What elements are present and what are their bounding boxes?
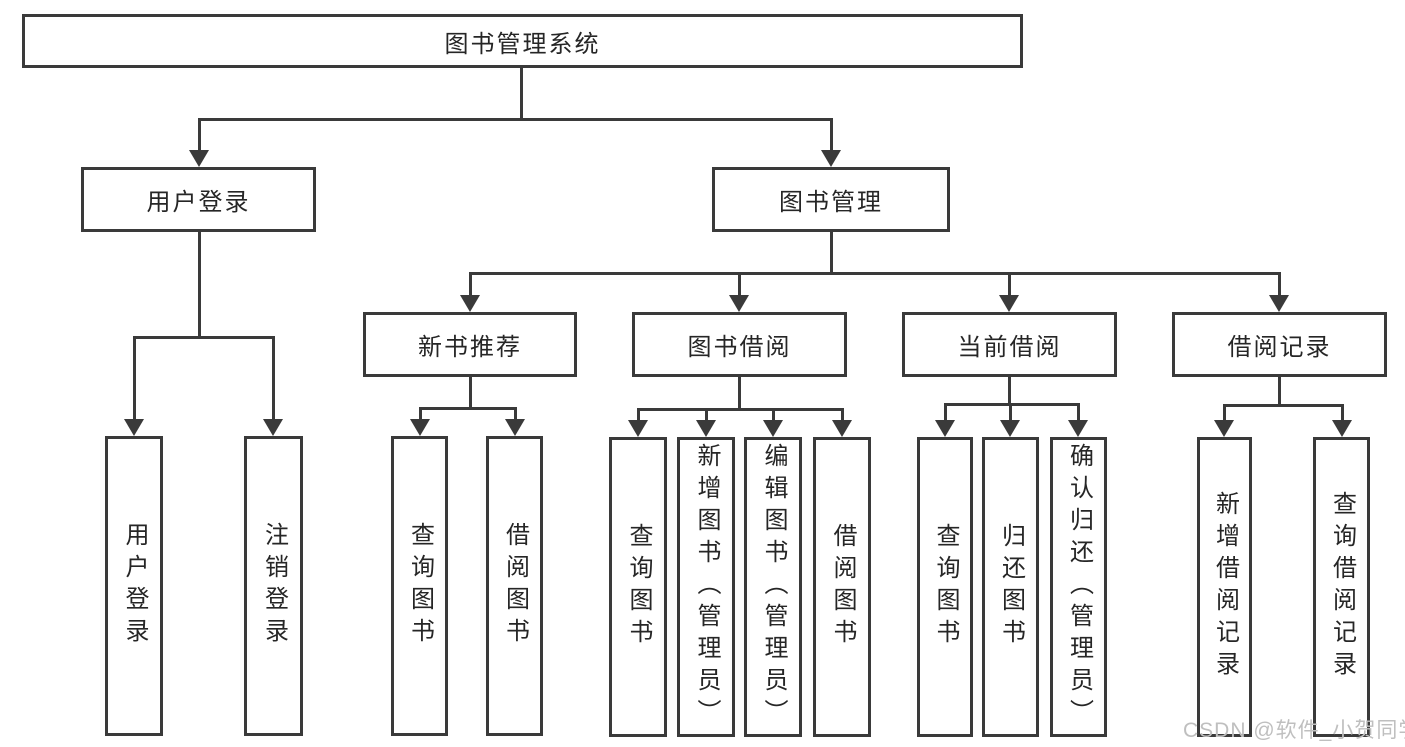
arrow-to-query-books-recommend [410, 407, 430, 436]
leaf-query-books-current: 查询图书 [917, 437, 973, 737]
leaf-logout: 注销登录 [244, 436, 303, 736]
node-new-book-recommend: 新书推荐 [363, 312, 577, 377]
arrow-to-current-borrowing [999, 272, 1019, 312]
arrow-to-confirm-return-admin [1068, 403, 1088, 437]
leaf-confirm-return-admin: 确认归还（管理员） [1050, 437, 1107, 737]
connector-current-borrowing-feed [1007, 375, 1011, 405]
node-book-management-module: 图书管理 [712, 167, 950, 232]
connector-book-management-feed [829, 230, 833, 274]
connector-new-book-recommend-split [419, 407, 517, 410]
node-root-library-management-system: 图书管理系统 [22, 14, 1023, 68]
leaf-query-borrow-record: 查询借阅记录 [1313, 437, 1370, 737]
connector-book-management-split [469, 272, 1281, 275]
arrow-to-new-book-recommend [460, 272, 480, 312]
arrow-to-add-book-admin [696, 408, 716, 437]
leaf-edit-book-admin: 编辑图书（管理员） [744, 437, 802, 737]
connector-book-borrowing-feed [737, 375, 741, 410]
leaf-user-login: 用户登录 [105, 436, 163, 736]
node-book-borrowing: 图书借阅 [632, 312, 847, 377]
leaf-query-books-recommend: 查询图书 [391, 436, 448, 736]
arrow-to-borrow-books-borrowing [832, 408, 852, 437]
connector-root-feed [520, 66, 523, 120]
leaf-add-book-admin: 新增图书（管理员） [677, 437, 735, 737]
csdn-watermark: CSDN @软件_小贺同学 [1183, 719, 1405, 742]
connector-borrowing-records-feed [1277, 375, 1281, 406]
arrow-to-book-borrowing [729, 272, 749, 312]
arrow-to-return-books [1000, 403, 1020, 437]
connector-borrowing-records-split [1223, 404, 1344, 407]
connector-new-book-recommend-feed [468, 375, 472, 409]
node-borrowing-records: 借阅记录 [1172, 312, 1387, 377]
node-user-login-module: 用户登录 [81, 167, 316, 232]
connector-root-split [198, 118, 832, 121]
arrow-to-user-login-module [189, 118, 209, 167]
leaf-add-borrow-record: 新增借阅记录 [1197, 437, 1252, 737]
leaf-return-books: 归还图书 [982, 437, 1039, 737]
leaf-query-books-borrowing: 查询图书 [609, 437, 667, 737]
arrow-to-edit-book-admin [763, 408, 783, 437]
arrow-to-book-management-module [821, 118, 841, 167]
connector-book-borrowing-split [637, 408, 844, 411]
arrow-to-query-borrow-record [1332, 404, 1352, 437]
arrow-to-user-login-leaf [124, 336, 144, 436]
connector-user-login-feed [197, 230, 201, 338]
arrow-to-borrowing-records [1269, 272, 1289, 312]
arrow-to-add-borrow-record [1214, 404, 1234, 437]
connector-current-borrowing-split [944, 403, 1080, 406]
connector-user-login-split [133, 336, 275, 339]
arrow-to-logout-leaf [263, 336, 283, 436]
leaf-borrow-books-borrowing: 借阅图书 [813, 437, 871, 737]
leaf-borrow-books-recommend: 借阅图书 [486, 436, 543, 736]
arrow-to-query-books-current [935, 403, 955, 437]
arrow-to-query-books-borrowing [628, 408, 648, 437]
node-current-borrowing: 当前借阅 [902, 312, 1117, 377]
arrow-to-borrow-books-recommend [505, 407, 525, 436]
